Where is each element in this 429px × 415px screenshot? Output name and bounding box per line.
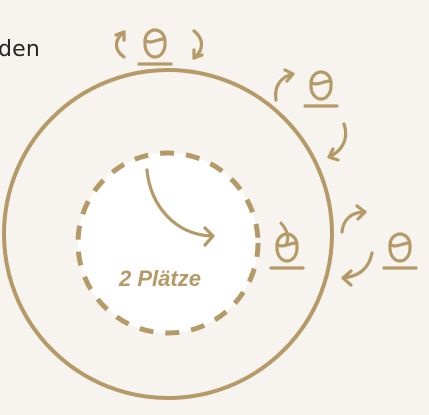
outer-circle — [2, 68, 334, 400]
rotating-person-icon — [114, 28, 204, 66]
inner-seat-label: 2 Plätze — [118, 266, 201, 291]
rotating-person-icon — [274, 68, 348, 162]
entering-person-icon — [269, 221, 305, 270]
curved-arrow-icon — [145, 168, 215, 247]
waiting-person-icon — [340, 204, 418, 287]
heading-fragment: den — [0, 37, 41, 62]
inner-seat-circle — [75, 150, 261, 336]
